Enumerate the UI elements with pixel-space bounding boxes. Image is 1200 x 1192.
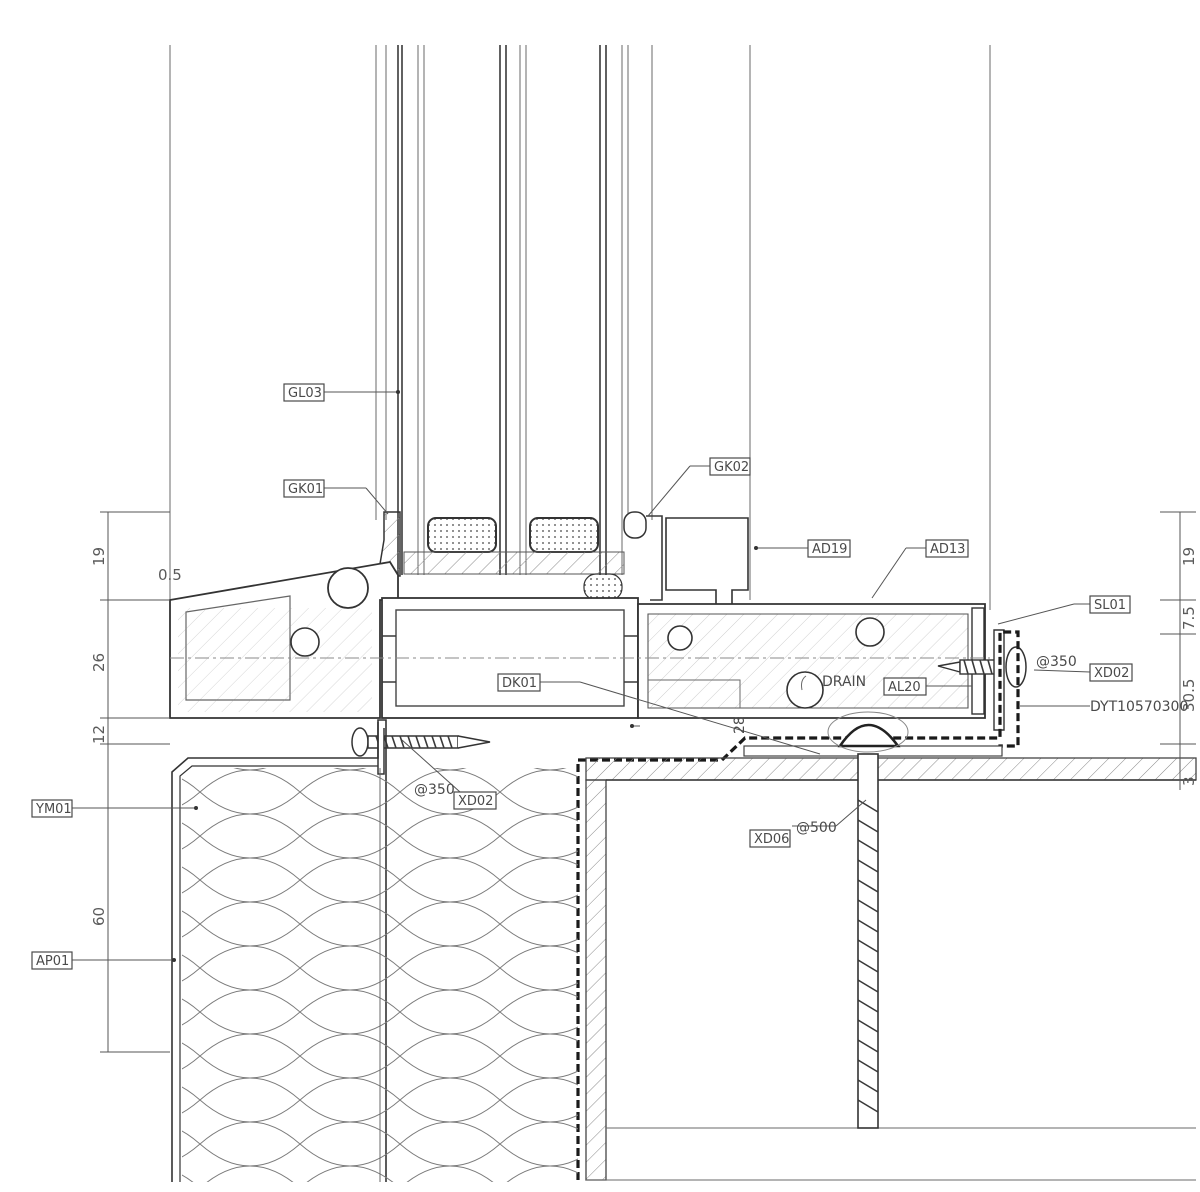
substructure: [585, 711, 1197, 1181]
dim-26: 26: [90, 653, 108, 672]
dimensions-left: 19 0.5 26 12 60: [90, 511, 182, 1053]
tag-gk01: GK01: [283, 479, 325, 498]
dyt-label: DYT10570300: [1090, 699, 1188, 715]
tag-ad13: AD13: [925, 539, 969, 558]
spacing-xd06-label: @500: [796, 820, 837, 836]
tag-dk01: DK01: [497, 673, 541, 692]
tag-ym01: YM01: [31, 799, 73, 818]
tag-dk01-text: DK01: [502, 676, 537, 691]
dim-28-label: 28: [732, 716, 748, 734]
tag-xd06-text: XD06: [754, 832, 789, 847]
dim-60: 60: [90, 907, 108, 926]
spacing-left-label: @350: [414, 782, 455, 798]
dim-19-right: 19: [1180, 547, 1198, 566]
tag-ym01-text: YM01: [35, 802, 72, 817]
tag-al20-text: AL20: [888, 680, 921, 695]
leader-lines: [72, 390, 1091, 962]
tag-ap01: AP01: [31, 951, 73, 970]
tag-xd06: XD06: [749, 829, 791, 848]
tag-gk02-text: GK02: [714, 460, 749, 475]
gasket-gk02: [623, 511, 663, 601]
tag-xd02-right: XD02: [1089, 663, 1133, 682]
tag-sl01: SL01: [1089, 595, 1131, 614]
glazing-lines: [169, 45, 991, 610]
glass-spacers: [403, 517, 625, 601]
dimensions-right: 19 7.5 30.5 3: [1160, 511, 1198, 790]
dim-12: 12: [90, 725, 108, 744]
tag-al20: AL20: [883, 677, 927, 696]
tag-ap01-text: AP01: [36, 954, 69, 969]
tag-xd02-right-text: XD02: [1094, 666, 1129, 681]
tag-ad13-text: AD13: [930, 542, 965, 557]
dim-30-5: 30.5: [1180, 679, 1198, 712]
dim-3: 3: [1180, 776, 1198, 786]
drain-label: DRAIN: [822, 674, 866, 690]
sill-profile: [169, 561, 986, 719]
glazing-bead-ad19: [665, 517, 749, 607]
insulation-panel: [171, 719, 578, 1182]
tag-gk01-text: GK01: [288, 482, 323, 497]
dim-7-5: 7.5: [1180, 606, 1198, 630]
tag-sl01-text: SL01: [1094, 598, 1126, 613]
dim-0-5: 0.5: [158, 566, 182, 584]
tag-gk02: GK02: [709, 457, 751, 476]
tag-ad19: AD19: [807, 539, 851, 558]
tag-ad19-text: AD19: [812, 542, 847, 557]
anchor-xd06: [857, 753, 879, 1129]
spacing-right-label: @350: [1036, 654, 1077, 670]
screw-xd02-left: [351, 722, 491, 775]
tag-xd02-left: XD02: [453, 791, 497, 810]
tag-gl03: GL03: [283, 383, 325, 402]
tag-gl03-text: GL03: [288, 386, 322, 401]
dim-19-left: 19: [90, 547, 108, 566]
tag-xd02-left-text: XD02: [458, 794, 493, 809]
